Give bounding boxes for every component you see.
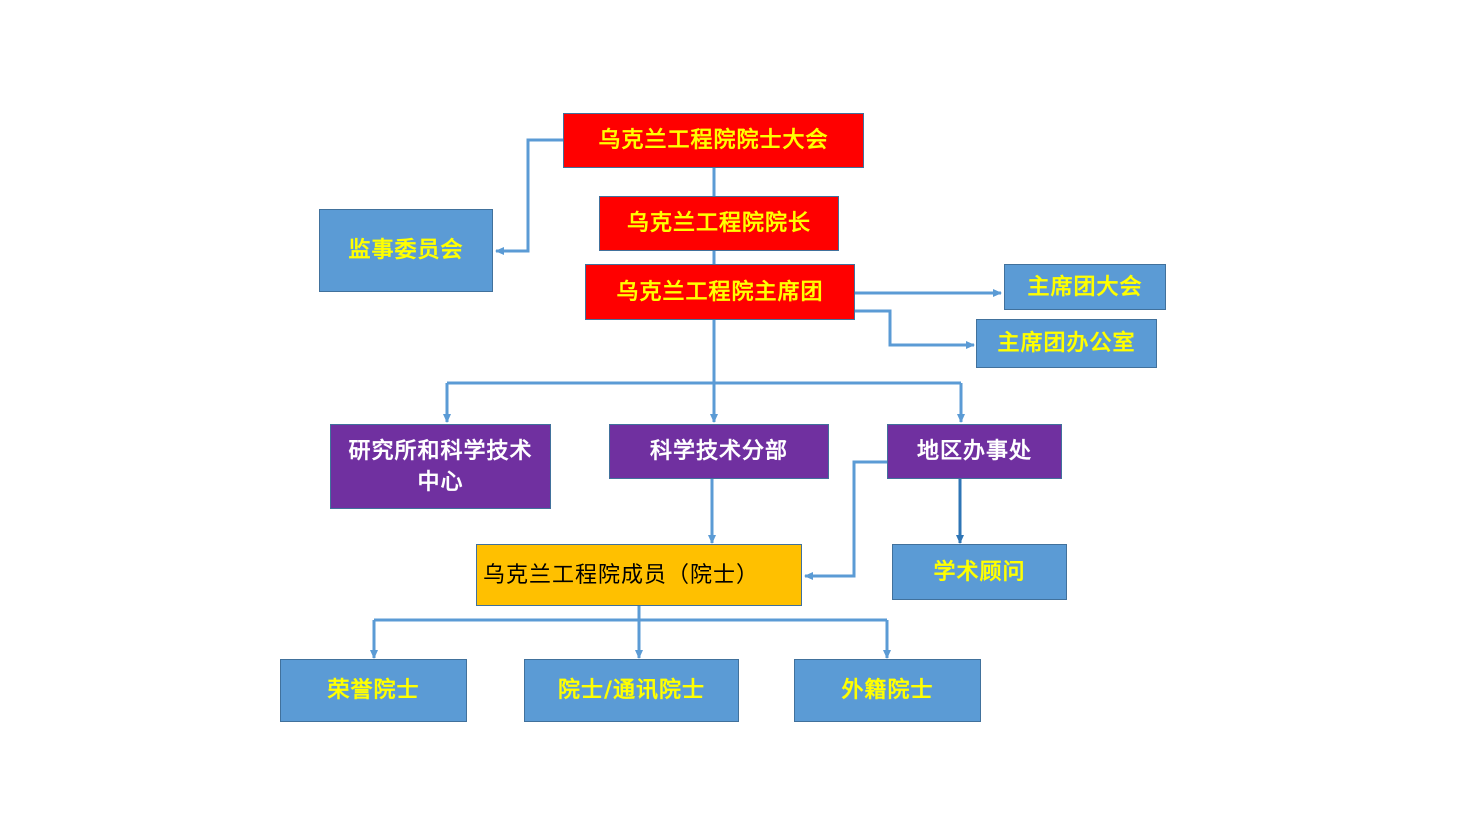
node-label: 外籍院士 [841,678,934,703]
node-label: 主席团办公室 [997,331,1136,356]
node-members: 乌克兰工程院成员（院士） [476,544,802,606]
node-regional-offices: 地区办事处 [887,424,1062,479]
node-president: 乌克兰工程院院长 [599,196,839,251]
node-label: 科学技术分部 [649,439,788,464]
edge-presidium-office [855,309,975,349]
node-institutes: 研究所和科学技术中心 [330,424,551,509]
node-foreign-academicians: 外籍院士 [794,659,981,722]
node-presidium-office: 主席团办公室 [976,319,1157,368]
node-sci-tech-branches: 科学技术分部 [609,424,829,479]
node-label: 地区办事处 [916,439,1032,464]
node-honorary-academicians: 荣誉院士 [280,659,467,722]
node-label: 院士/通讯院士 [557,678,706,703]
node-presidium-assembly: 主席团大会 [1004,264,1166,310]
node-label: 监事委员会 [348,238,464,263]
node-supervisory-board: 监事委员会 [319,209,493,292]
node-label: 研究所和科学技术中心 [348,438,533,495]
node-label: 乌克兰工程院成员（院士） [483,562,760,588]
node-corresponding-academicians: 院士/通讯院士 [524,659,739,722]
node-label: 乌克兰工程院主席团 [616,279,824,305]
node-label: 乌克兰工程院院士大会 [598,128,829,153]
node-label: 荣誉院士 [327,678,420,703]
node-general-assembly: 乌克兰工程院院士大会 [563,113,864,168]
node-label: 学术顾问 [933,559,1026,585]
node-presidium: 乌克兰工程院主席团 [585,264,855,320]
edge-regional-members [804,460,888,580]
node-label: 乌克兰工程院院长 [626,211,811,236]
node-label: 主席团大会 [1027,274,1143,300]
edge-assembly-supervisory [495,138,563,255]
node-academic-advisors: 学术顾问 [892,544,1067,600]
